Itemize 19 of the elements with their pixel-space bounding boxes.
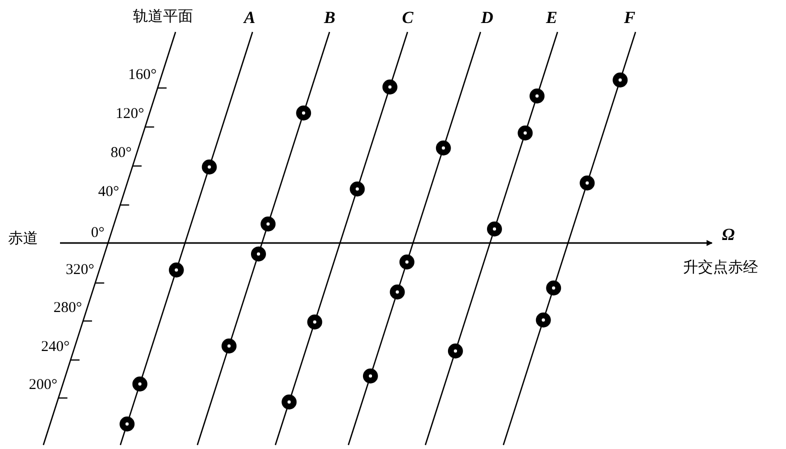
axis-title: 轨道平面: [133, 9, 193, 24]
plane-letter: F: [624, 9, 636, 26]
plane-letter: C: [402, 9, 414, 26]
degree-label: 240°: [41, 340, 70, 355]
degree-label: 280°: [54, 301, 82, 316]
degree-label: 80°: [110, 146, 132, 161]
plane-letter: B: [324, 9, 336, 26]
degree-label: 160°: [128, 68, 157, 83]
axis-symbol: Ω: [722, 226, 735, 243]
degree-label: 200°: [28, 378, 58, 393]
degree-label: 120°: [116, 107, 144, 122]
axis-title: 赤道: [8, 231, 38, 246]
degree-label: 40°: [98, 185, 120, 200]
plane-letter: A: [244, 9, 256, 26]
degree-label: 320°: [66, 263, 94, 278]
degree-label: 0°: [91, 226, 104, 241]
axis-title: 升交点赤经: [683, 260, 758, 275]
plane-letter: E: [546, 9, 558, 26]
plane-letter: D: [481, 9, 494, 26]
